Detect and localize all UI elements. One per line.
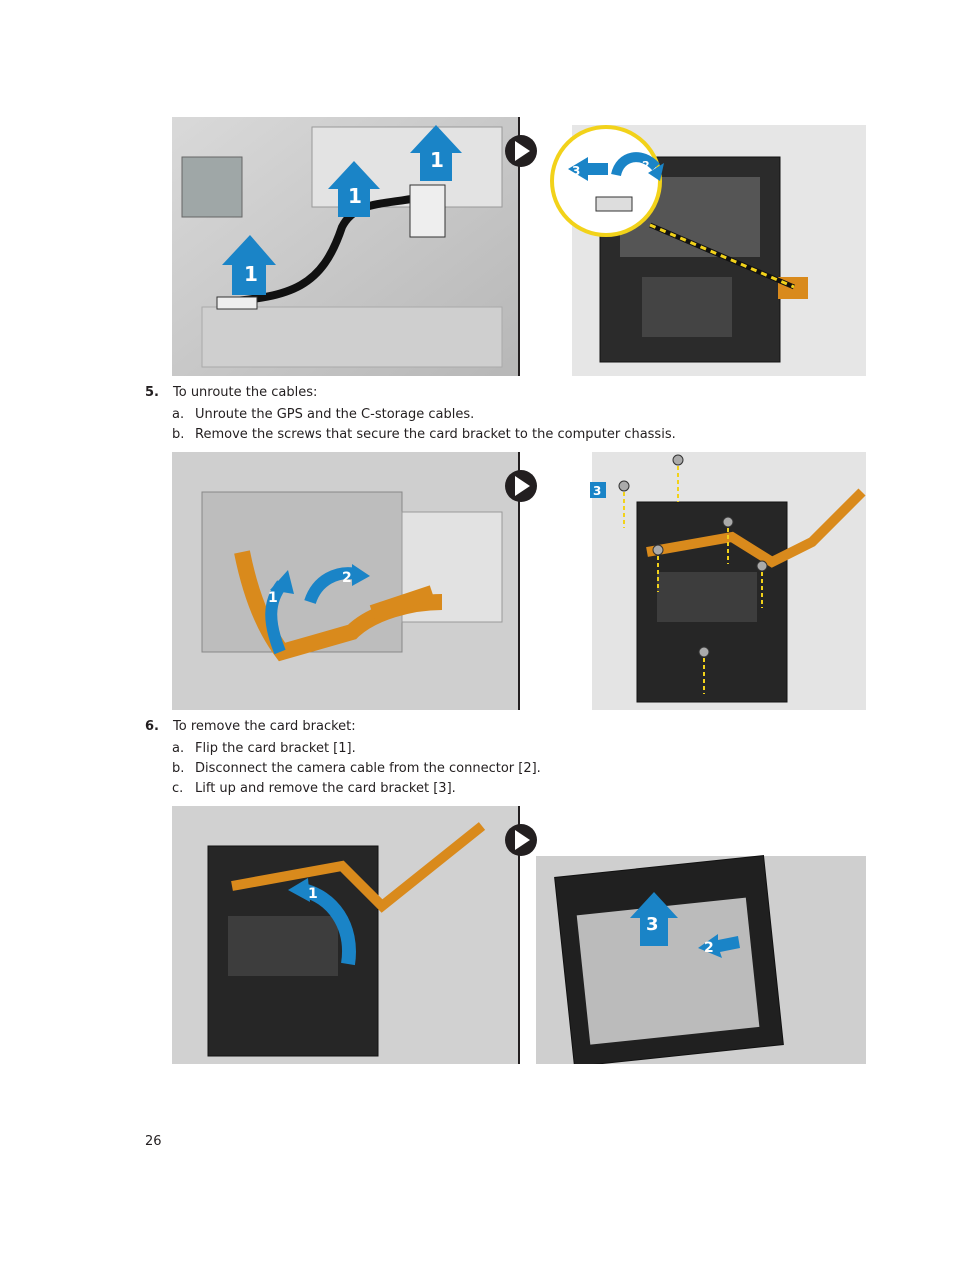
page-number: 26 <box>145 1134 162 1149</box>
cable <box>221 188 444 306</box>
figure-1-illustration: 1 1 1 3 2 <box>172 117 866 376</box>
arrow-callout-1a: 1 <box>222 235 276 295</box>
svg-text:2: 2 <box>642 159 650 172</box>
callout-badge-3 <box>590 482 606 498</box>
arrow-callout-2: 2 <box>611 152 664 181</box>
arrow-callout-2: 2 <box>698 934 740 958</box>
figure-3-illustration: 1 3 2 <box>172 806 866 1064</box>
step-text: To remove the card bracket: <box>173 719 356 734</box>
figure-unroute-flex-and-screws: 1 2 3 <box>172 452 866 710</box>
svg-text:3: 3 <box>572 164 580 178</box>
svg-text:1: 1 <box>430 148 444 172</box>
step-number: 5. <box>145 385 159 400</box>
arrow-callout-3: 3 <box>568 157 608 181</box>
figure-2-illustration: 1 2 3 <box>172 452 866 710</box>
svg-text:2: 2 <box>704 940 714 956</box>
arrow-callout-1: 1 <box>288 878 356 966</box>
svg-text:1: 1 <box>308 886 318 902</box>
arrow-callout-3: 3 <box>630 892 678 946</box>
svg-text:3: 3 <box>593 484 601 498</box>
svg-text:1: 1 <box>268 590 278 606</box>
arrow-callout-1c: 1 <box>410 125 462 181</box>
svg-text:1: 1 <box>348 184 362 208</box>
arrow-callout-1: 1 <box>265 570 294 655</box>
svg-text:1: 1 <box>244 262 258 286</box>
step-number: 6. <box>145 719 159 734</box>
zoom-leader-line <box>649 223 795 289</box>
arrow-callout-2: 2 <box>304 564 370 605</box>
svg-text:2: 2 <box>342 570 352 586</box>
figure-remove-card-bracket: 1 3 2 <box>172 806 866 1064</box>
step-text: To unroute the cables: <box>173 385 318 400</box>
svg-text:3: 3 <box>646 914 659 935</box>
screw-icons <box>618 454 768 658</box>
arrow-callout-1b: 1 <box>328 161 380 217</box>
zoom-callout-circle <box>550 125 662 237</box>
figure-unroute-cable-and-disconnect: 1 1 1 3 2 <box>172 117 866 376</box>
